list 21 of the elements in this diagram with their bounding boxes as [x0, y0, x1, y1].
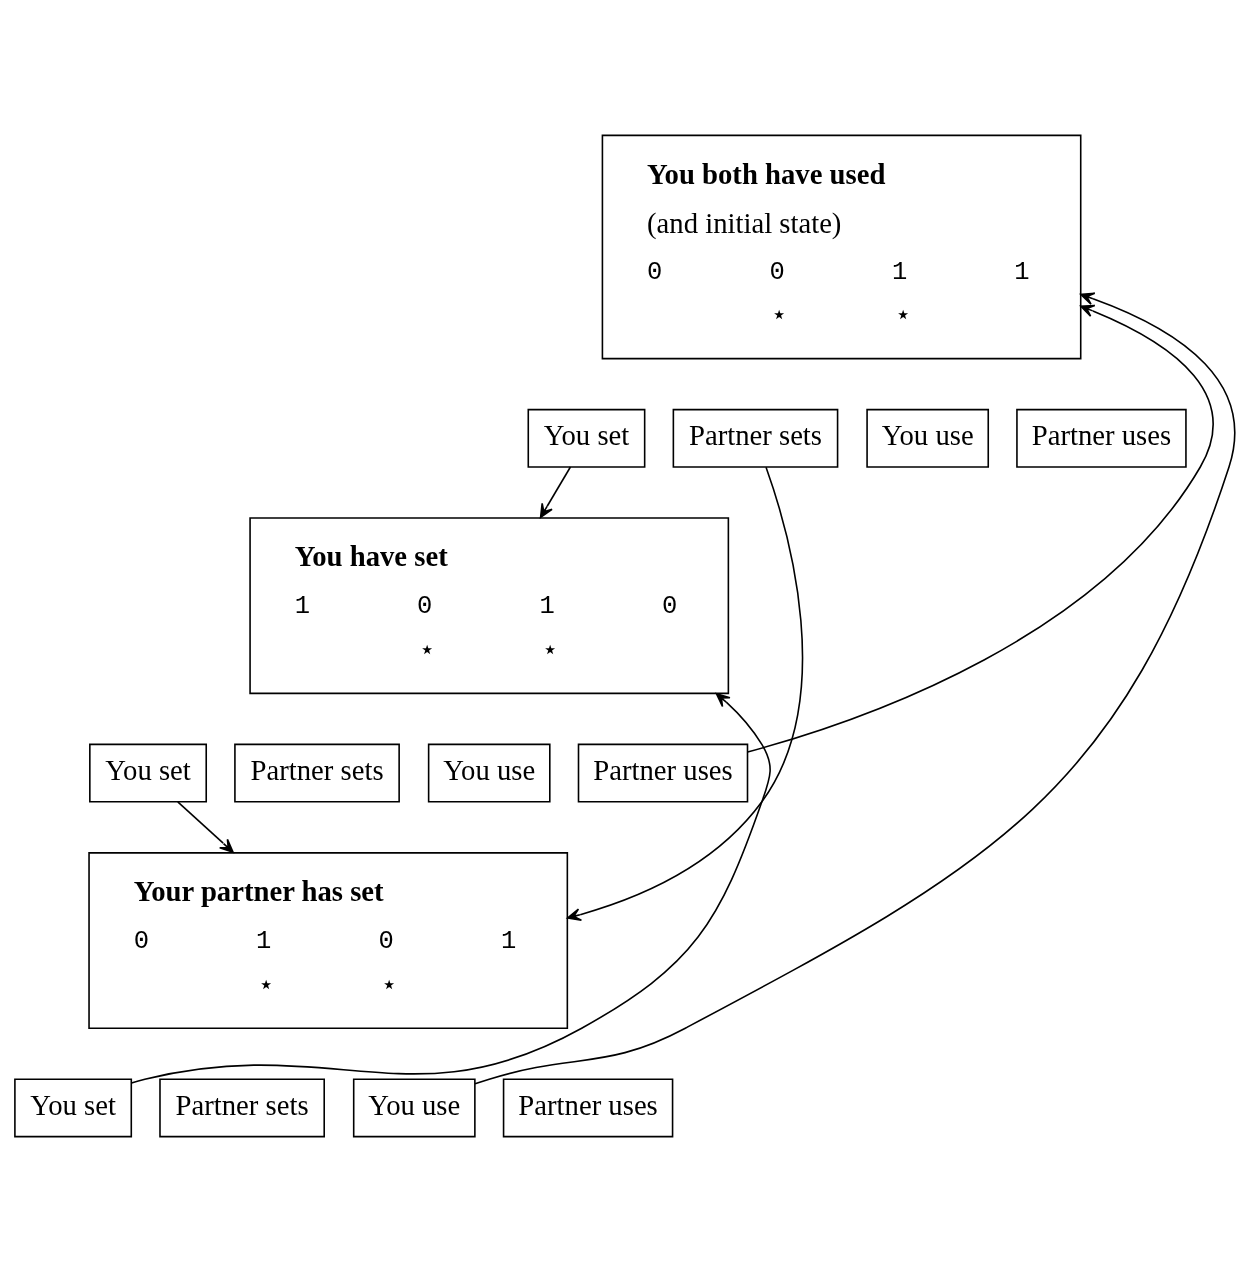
- node-box: Partner uses: [1016, 408, 1187, 468]
- node-box: You both have used (and initial state) 0 0 1 1 ⋆ ⋆: [601, 134, 1082, 360]
- arrow: [746, 304, 1214, 753]
- node-box: Partner uses: [502, 1078, 674, 1138]
- node-box: You use: [866, 408, 990, 468]
- arrow: [177, 801, 234, 853]
- arrow: [130, 693, 771, 1084]
- node-box: You set: [89, 743, 207, 803]
- node-box: You use: [427, 743, 551, 803]
- node-box: You use: [352, 1078, 476, 1138]
- node-box: Partner sets: [159, 1078, 325, 1138]
- arrow: [566, 466, 804, 922]
- node-box: Partner sets: [672, 408, 839, 468]
- node-box: You set: [14, 1078, 133, 1138]
- node-box: Partner sets: [234, 743, 400, 803]
- arrow: [539, 466, 572, 519]
- node-box: You have set 1 0 1 0 ⋆ ⋆: [249, 517, 730, 695]
- node-box: You set: [527, 408, 646, 468]
- node-box: Partner uses: [577, 743, 749, 803]
- node-box: Your partner has set 0 1 0 1 ⋆ ⋆: [88, 852, 569, 1029]
- arrow: [474, 292, 1236, 1085]
